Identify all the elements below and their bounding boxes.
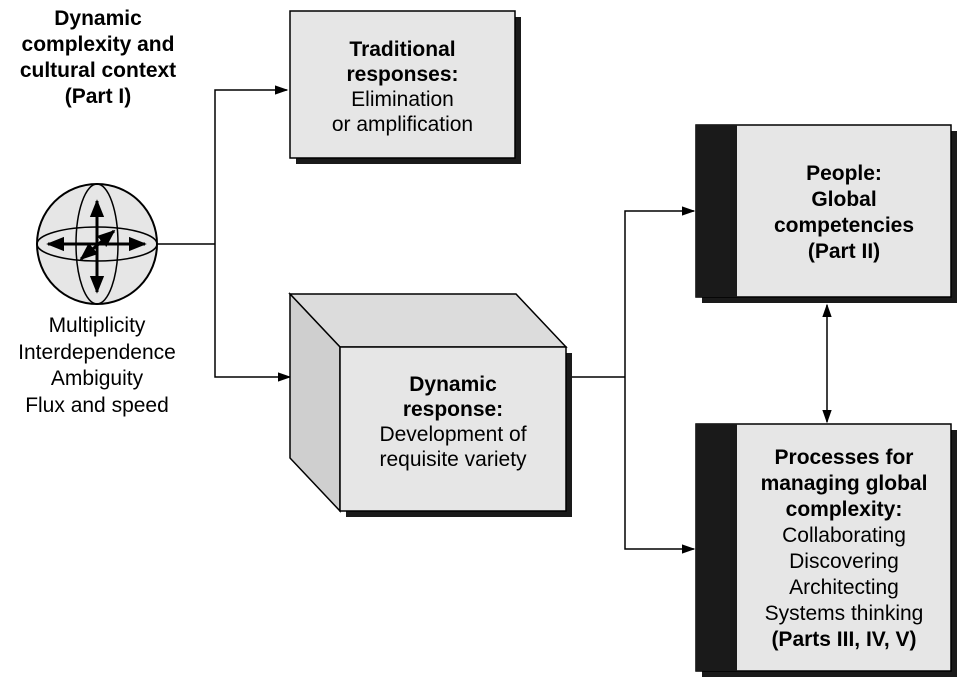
processes-body-line: Systems thinking <box>764 602 924 625</box>
dynamic-body-line: requisite variety <box>379 448 527 471</box>
arrow-to-people <box>624 206 696 377</box>
dimension-item: Interdependence <box>18 340 176 364</box>
complexity-heading: Dynamic complexity and cultural context … <box>0 6 196 110</box>
complexity-heading-line: (Part I) <box>64 85 132 108</box>
people-box-side-bar <box>696 125 737 297</box>
complexity-heading-line: complexity and <box>21 33 175 56</box>
processes-title-line: Processes for <box>774 446 914 469</box>
dimension-item: Flux and speed <box>25 393 169 417</box>
processes-body-line: Discovering <box>789 550 899 573</box>
processes-box <box>695 423 957 677</box>
traditional-title-line: Traditional <box>349 38 456 61</box>
arrow-to-processes <box>624 377 696 554</box>
processes-title-line: complexity: <box>785 498 903 521</box>
processes-title-line: managing global <box>760 472 928 495</box>
processes-box-side-bar <box>696 424 737 671</box>
people-title-line: competencies <box>773 214 915 237</box>
dynamic-title-line: response: <box>402 398 504 421</box>
people-title-line: People: <box>806 162 882 185</box>
people-title-line: (Part II) <box>807 240 881 263</box>
arrow-to-traditional <box>214 85 289 244</box>
complexity-dimensions: Multiplicity Interdependence Ambiguity F… <box>0 313 194 419</box>
processes-text: Processes for managing global complexity… <box>737 445 951 653</box>
dynamic-body-line: Development of <box>379 423 527 446</box>
dynamic-text: Dynamic response: Development of requisi… <box>340 372 566 472</box>
dimension-item: Multiplicity <box>48 314 146 337</box>
globe-icon <box>36 183 158 305</box>
processes-body-line: Collaborating <box>782 524 906 547</box>
arrow-to-dynamic <box>214 244 292 382</box>
traditional-box <box>289 10 521 164</box>
traditional-text: Traditional responses: Elimination or am… <box>290 37 515 137</box>
connector-lines <box>157 85 832 554</box>
people-text: People: Global competencies (Part II) <box>737 161 951 265</box>
people-title-line: Global <box>811 188 877 211</box>
dynamic-title-line: Dynamic <box>409 373 497 396</box>
processes-parts-label: (Parts III, IV, V) <box>771 628 917 651</box>
cube-front-face <box>339 346 567 512</box>
traditional-title-line: responses: <box>346 63 459 86</box>
complexity-heading-line: Dynamic <box>54 7 142 30</box>
multidirectional-arrows-icon <box>46 199 147 294</box>
complexity-heading-line: cultural context <box>19 59 177 82</box>
dimension-item: Ambiguity <box>50 367 144 390</box>
traditional-body-line: Elimination <box>351 88 454 111</box>
people-box <box>695 124 957 303</box>
traditional-body-line: or amplification <box>331 113 474 136</box>
processes-body-line: Architecting <box>789 576 899 599</box>
dynamic-cube <box>288 292 572 517</box>
